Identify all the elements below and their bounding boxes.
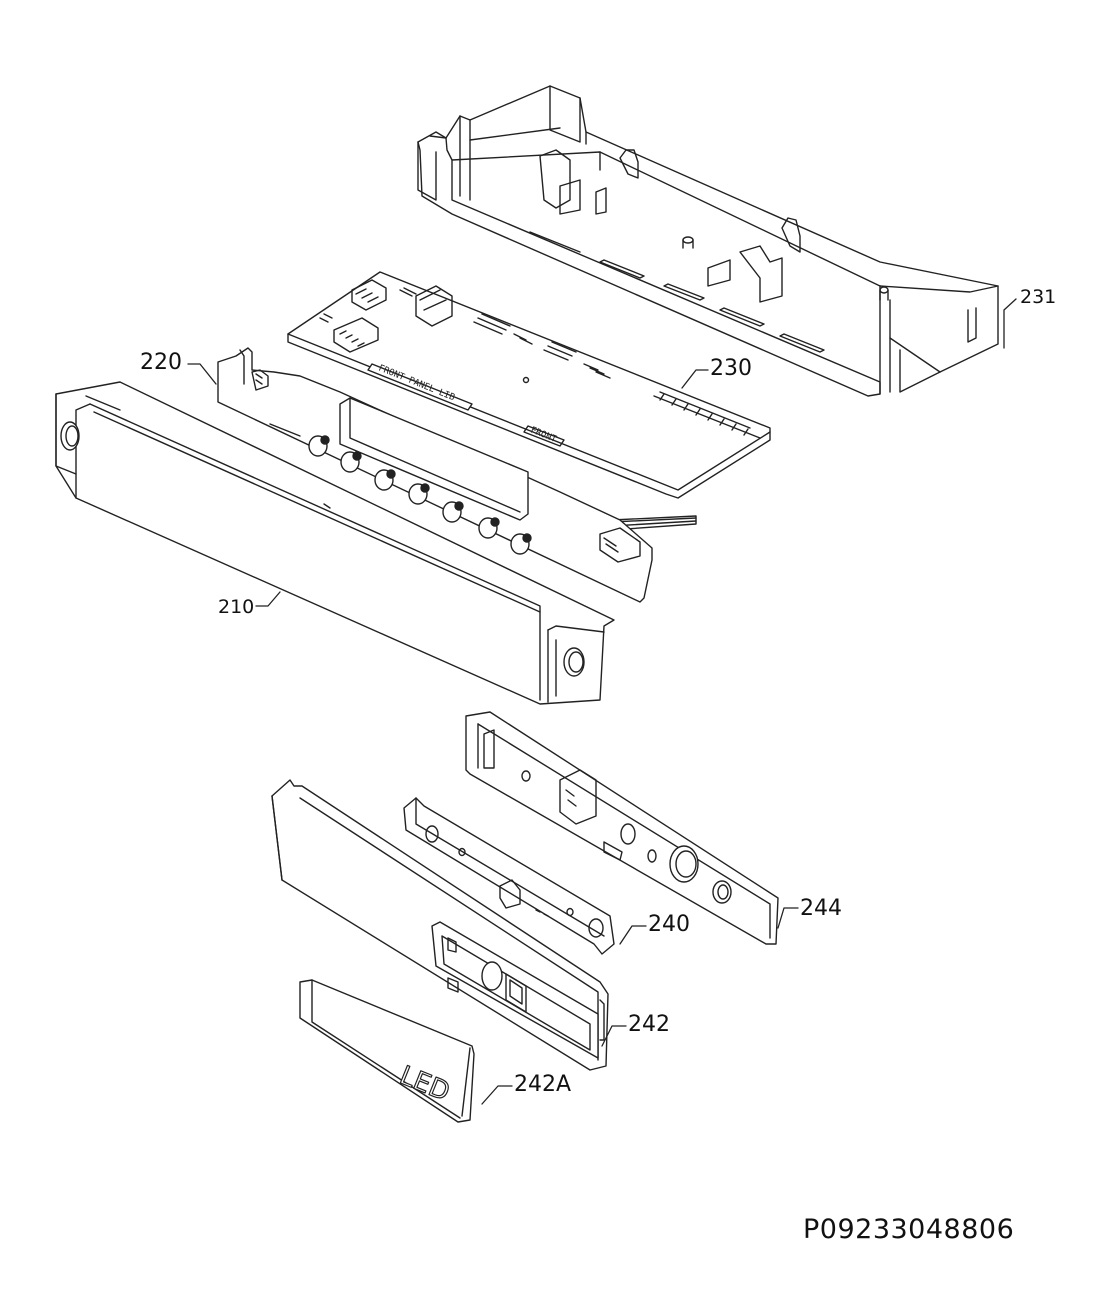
callout-220: 220: [140, 350, 182, 375]
callout-230: 230: [710, 356, 752, 381]
rear-frame-244: [465, 711, 779, 945]
part-code: P09233048806: [803, 1214, 1015, 1245]
callout-242a: 242A: [514, 1072, 572, 1097]
led-board-240: [403, 797, 615, 955]
callout-231: 231: [1020, 286, 1057, 308]
housing-tray-231: [417, 85, 999, 397]
pcb-230: FRONT PANEL LIB FRONT: [287, 271, 771, 535]
leader-lines: [187, 298, 1017, 1105]
front-fascia-210: [55, 381, 615, 705]
led-cover-242a: LED: [299, 979, 475, 1123]
button-board-220: [217, 347, 653, 603]
callout-210: 210: [218, 596, 255, 618]
callout-244: 244: [800, 896, 842, 921]
led-fascia-242: [271, 779, 609, 1071]
callout-240: 240: [648, 912, 690, 937]
callout-242: 242: [628, 1012, 670, 1037]
